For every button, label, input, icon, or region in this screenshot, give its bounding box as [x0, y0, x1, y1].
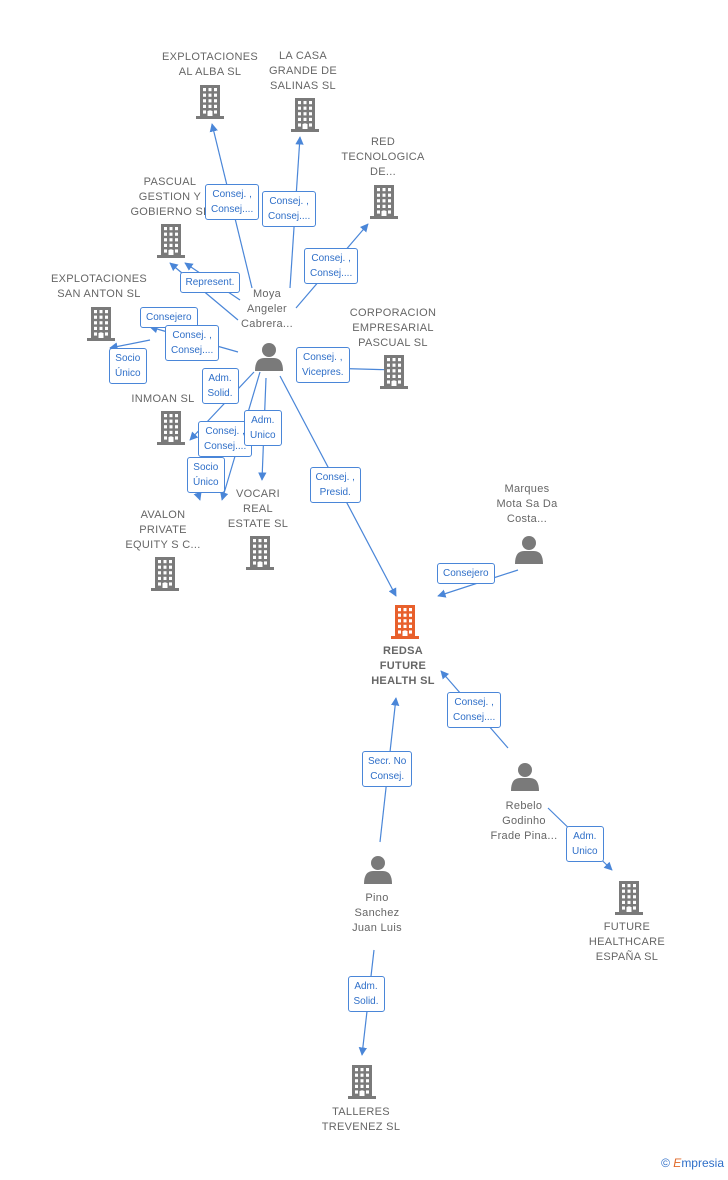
edge-label[interactable]: Consej. , Consej....	[198, 421, 253, 457]
main-company-building-icon	[391, 605, 419, 639]
edge-label[interactable]: Consej. , Consej....	[447, 692, 502, 728]
edge-label[interactable]: Consej. , Consej....	[262, 191, 317, 227]
edge-line	[109, 339, 151, 351]
building-icon	[87, 307, 115, 341]
edge-label[interactable]: Adm. Solid.	[347, 976, 385, 1012]
edge-label[interactable]: Consej. , Consej....	[205, 184, 260, 220]
node-label-red-tecnologica[interactable]: RED TECNOLOGICA DE...	[341, 136, 425, 178]
edge-label[interactable]: Consej. , Presid.	[309, 467, 361, 503]
node-label-rebelo[interactable]: Rebelo Godinho Frade Pina...	[490, 800, 558, 842]
building-icon	[348, 1065, 376, 1099]
edge-label[interactable]: Secr. No Consej.	[362, 751, 413, 787]
building-icon	[370, 185, 398, 219]
building-icon	[291, 98, 319, 132]
edge-label[interactable]: Consej. , Vicepres.	[296, 347, 350, 383]
building-icon	[380, 355, 408, 389]
building-icon	[157, 224, 185, 258]
person-icon	[255, 343, 283, 371]
node-label-explotaciones-san-anton[interactable]: EXPLOTACIONES SAN ANTON SL	[51, 273, 147, 300]
building-icon	[157, 411, 185, 445]
person-icon	[511, 763, 539, 791]
node-label-future-healthcare[interactable]: FUTURE HEALTHCARE ESPAÑA SL	[588, 921, 666, 963]
edge-label[interactable]: Socio Único	[109, 348, 147, 384]
node-label-explotaciones-alba[interactable]: EXPLOTACIONES AL ALBA SL	[162, 51, 258, 78]
node-label-avalon[interactable]: AVALON PRIVATE EQUITY S C...	[125, 509, 201, 551]
edge-label[interactable]: Adm. Unico	[244, 410, 282, 446]
node-label-vocari[interactable]: VOCARI REAL ESTATE SL	[227, 488, 289, 530]
building-icon	[151, 557, 179, 591]
edge-label[interactable]: Consej. , Consej....	[165, 325, 220, 361]
node-label-inmoan[interactable]: INMOAN SL	[131, 393, 195, 405]
brand-name: mpresia	[681, 1156, 724, 1170]
edge-label[interactable]: Adm. Unico	[566, 826, 604, 862]
building-icon	[615, 881, 643, 915]
node-label-la-casa-grande[interactable]: LA CASA GRANDE DE SALINAS SL	[268, 50, 338, 92]
building-icon	[196, 85, 224, 119]
edge-label[interactable]: Adm. Solid.	[201, 368, 239, 404]
node-label-moya[interactable]: Moya Angeler Cabrera...	[241, 288, 293, 330]
person-icon	[364, 856, 392, 884]
node-label-talleres[interactable]: TALLERES TREVENEZ SL	[321, 1106, 401, 1133]
node-label-pino[interactable]: Pino Sanchez Juan Luis	[352, 892, 402, 934]
node-label-corporacion-pascual[interactable]: CORPORACION EMPRESARIAL PASCUAL SL	[349, 307, 437, 349]
node-label-marques[interactable]: Marques Mota Sa Da Costa...	[496, 483, 558, 525]
brand-logo: © Empresia	[661, 1156, 724, 1170]
building-icon	[246, 536, 274, 570]
edge-label[interactable]: Consejero	[437, 562, 495, 584]
node-label-pascual-gestion[interactable]: PASCUAL GESTION Y GOBIERNO SL	[130, 176, 210, 218]
edge-label[interactable]: Socio Único	[187, 457, 225, 493]
edge-label[interactable]: Consej. , Consej....	[304, 248, 359, 284]
brand-initial: E	[673, 1156, 682, 1170]
person-icon	[515, 536, 543, 564]
edge-label[interactable]: Represent.	[179, 271, 241, 293]
node-label-redsa[interactable]: REDSA FUTURE HEALTH SL	[371, 645, 435, 687]
copyright-icon: ©	[661, 1156, 670, 1170]
